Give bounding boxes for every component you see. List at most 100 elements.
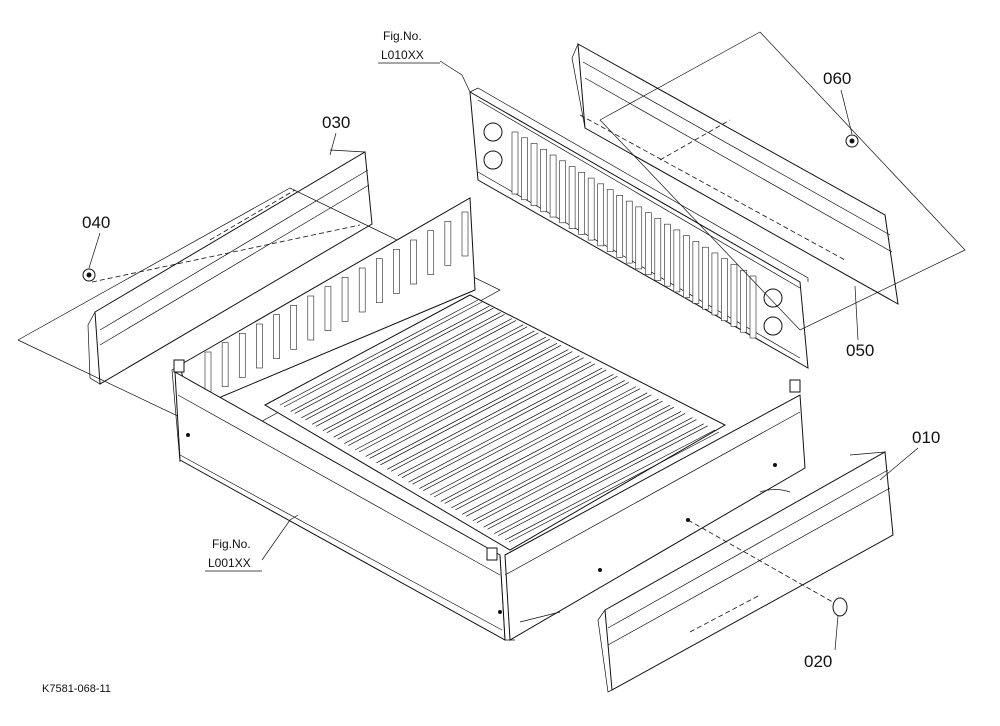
floor-slat (380, 357, 584, 466)
wall-slat (410, 239, 417, 285)
gate-slat (616, 195, 624, 258)
wall-slat (221, 342, 229, 387)
rear-cover-050 (571, 43, 899, 305)
floor-slat (397, 367, 603, 477)
cargo-bed-floor (263, 294, 727, 551)
gate-slat (511, 131, 519, 195)
floor-slat (444, 394, 652, 504)
gate-slat (540, 148, 547, 212)
floor-slat (294, 307, 494, 414)
floor-slat (476, 413, 686, 524)
floor-slat (354, 343, 558, 451)
gate-slat (711, 252, 719, 316)
floor-slat (498, 425, 708, 536)
side-cover-front-010 (597, 451, 894, 693)
fig-ref-top-title: Fig.No. (383, 29, 422, 43)
gate-slat (530, 143, 538, 206)
fig-ref-bottom: Fig.No. L001XX (205, 537, 262, 572)
wall-slat (256, 323, 263, 369)
floor-slats (279, 299, 720, 543)
rivet-020 (832, 597, 848, 617)
floor-slat (423, 382, 629, 491)
gate-slat (587, 177, 595, 241)
floor-slat (344, 336, 546, 444)
floor-slat (419, 380, 625, 489)
gate-slat (521, 137, 528, 201)
floor-slat (412, 375, 618, 485)
gate-slat (702, 246, 709, 310)
right-bed-wall (504, 379, 806, 641)
gate-slat (740, 269, 747, 333)
gate-slat (578, 172, 585, 235)
floor-slat (315, 320, 517, 427)
front-bed-wall (173, 359, 515, 641)
floor-slat (504, 429, 716, 541)
leader-lines (88, 60, 919, 651)
side-cover-left-030 (87, 149, 373, 385)
floor-slat (386, 361, 592, 470)
part-label-060: 060 (823, 69, 851, 88)
wall-slat (376, 258, 383, 303)
floor-slat (451, 398, 659, 509)
rivet-040 (82, 268, 96, 282)
fig-ref-bottom-code: L001XX (208, 556, 251, 570)
floor-slat (401, 369, 607, 479)
floor-slat (487, 419, 697, 530)
floor-slat (433, 388, 641, 498)
floor-slat (429, 386, 637, 496)
drawing-code: K7581-068-11 (42, 683, 111, 695)
wall-slat (427, 230, 435, 275)
floor-slat (348, 338, 550, 446)
wall-slat (461, 211, 469, 257)
gate-slat (559, 160, 566, 224)
gate-slat (549, 154, 557, 218)
wall-slat (324, 286, 332, 331)
wall-slat (307, 295, 315, 341)
floor-slat (455, 400, 663, 511)
floor-slat (408, 373, 614, 483)
gate-slat (730, 264, 738, 327)
wall-slat (393, 249, 400, 294)
rear-gate-slats (511, 131, 757, 339)
part-label-010: 010 (912, 428, 940, 447)
wall-slat (238, 333, 246, 378)
gate-slat (635, 206, 643, 270)
part-label-040: 040 (82, 213, 110, 232)
wall-slat (444, 221, 452, 266)
gate-slat (644, 212, 652, 275)
floor-slat (494, 423, 704, 534)
part-label-030: 030 (322, 113, 350, 132)
gate-slat (568, 166, 576, 229)
wall-slat (341, 277, 349, 322)
floor-slat (369, 351, 573, 459)
floor-slat (461, 404, 671, 515)
wall-slat (273, 314, 280, 359)
floor-slat (279, 299, 479, 406)
gate-slat (692, 241, 700, 304)
floor-slat (358, 345, 562, 453)
left-wall-slats (204, 211, 469, 397)
side-cover-left-plane (17, 187, 501, 441)
gate-slat (749, 275, 757, 339)
gate-slat (721, 258, 728, 322)
fig-ref-top: Fig.No. L010XX (378, 29, 440, 64)
floor-slat (301, 312, 501, 419)
wall-slat (290, 305, 297, 350)
gate-slat (654, 218, 662, 281)
gate-slat (625, 200, 633, 264)
part-label-050: 050 (846, 341, 874, 360)
floor-slat (365, 349, 569, 457)
gate-slat (683, 235, 690, 298)
floor-slat (283, 301, 483, 408)
rear-gate (469, 87, 809, 369)
floor-slat (376, 355, 580, 464)
floor-slat (305, 314, 505, 421)
wall-slat (358, 267, 366, 313)
rear-cover-plane (599, 31, 966, 331)
gate-slat (597, 183, 604, 247)
floor-slat (465, 406, 675, 517)
fig-ref-top-code: L010XX (381, 48, 424, 62)
floor-slat (290, 305, 490, 412)
floor-slat (472, 411, 682, 522)
